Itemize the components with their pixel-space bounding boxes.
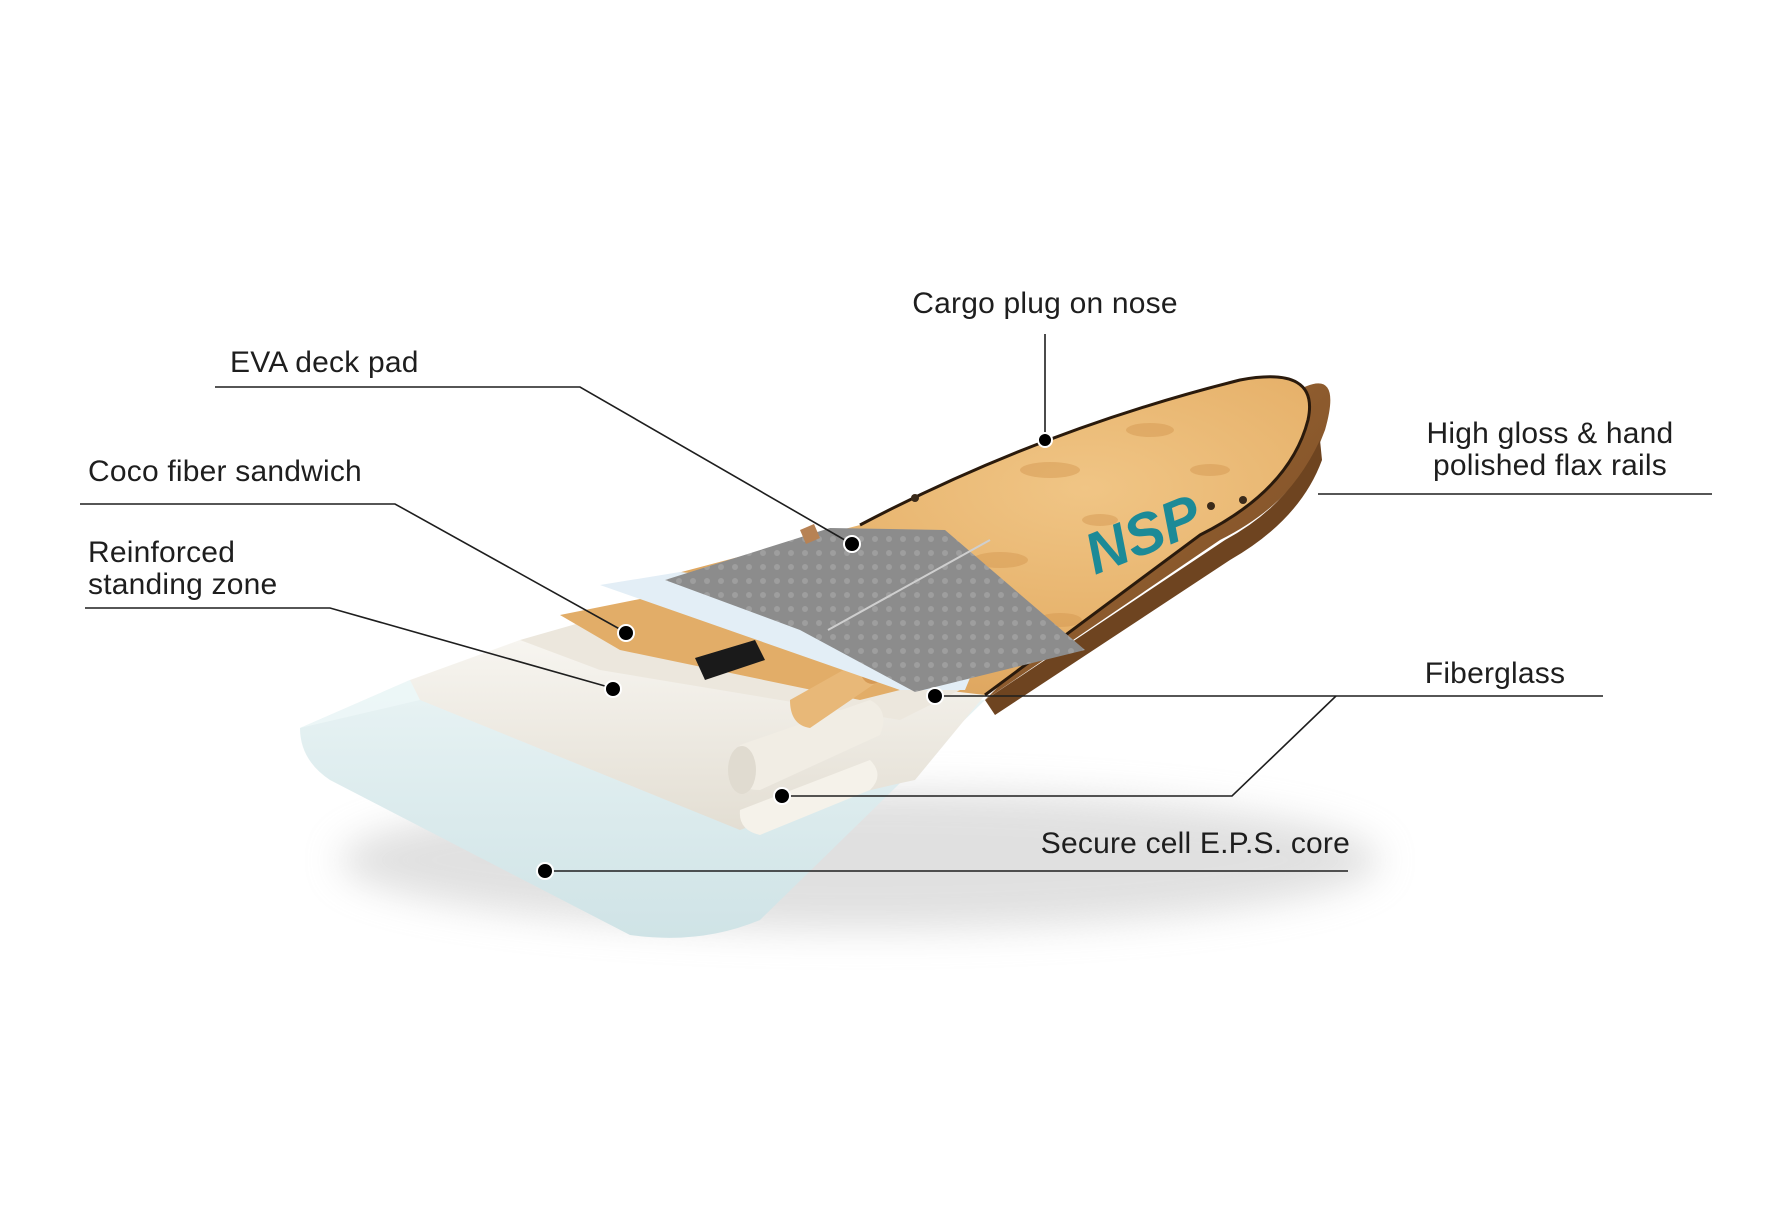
label-eva-deck-pad-text: EVA deck pad (230, 346, 419, 379)
eva-deck-pad (665, 528, 1085, 692)
label-coco-fiber-text: Coco fiber sandwich (88, 455, 362, 488)
label-reinforced-zone: Reinforced standing zone (88, 537, 277, 601)
pad-logo-patch (800, 524, 820, 544)
label-cargo-plug: Cargo plug on nose (880, 288, 1210, 320)
label-fiberglass-text: Fiberglass (1424, 657, 1566, 690)
deck-pad-seam (827, 539, 991, 631)
leader-fiberglass-lower (782, 695, 1337, 797)
leader-eva (215, 386, 851, 544)
dot-fiberglass-upper (926, 687, 944, 705)
label-high-gloss-line1: High gloss & hand (1426, 417, 1674, 450)
rail-outline (859, 375, 1311, 697)
dot-cargo (1037, 432, 1053, 448)
label-eps-core-text: Secure cell E.P.S. core (1040, 827, 1350, 860)
leader-coco (80, 503, 626, 633)
rolled-fiberglass (728, 700, 884, 835)
label-eva-deck-pad: EVA deck pad (230, 347, 419, 379)
dot-reinforced (604, 680, 622, 698)
dot-fiberglass-lower (773, 787, 791, 805)
label-fiberglass: Fiberglass (1400, 658, 1590, 690)
label-high-gloss-line2: polished flax rails (1433, 449, 1667, 482)
leader-lines (80, 334, 1712, 872)
label-coco-fiber: Coco fiber sandwich (88, 456, 362, 488)
dot-eva (843, 535, 861, 553)
dot-coco (617, 624, 635, 642)
label-cargo-plug-text: Cargo plug on nose (912, 287, 1178, 320)
leader-dots (536, 432, 1053, 880)
label-reinforced-line1: Reinforced (88, 536, 236, 569)
label-reinforced-line2: standing zone (88, 568, 278, 601)
cargo-plugs (911, 494, 1247, 510)
label-eps-core: Secure cell E.P.S. core (980, 828, 1350, 860)
handle-slot (695, 640, 765, 680)
leader-reinforced (85, 607, 613, 689)
dot-eps (536, 862, 554, 880)
label-high-gloss-rails: High gloss & hand polished flax rails (1400, 418, 1700, 482)
